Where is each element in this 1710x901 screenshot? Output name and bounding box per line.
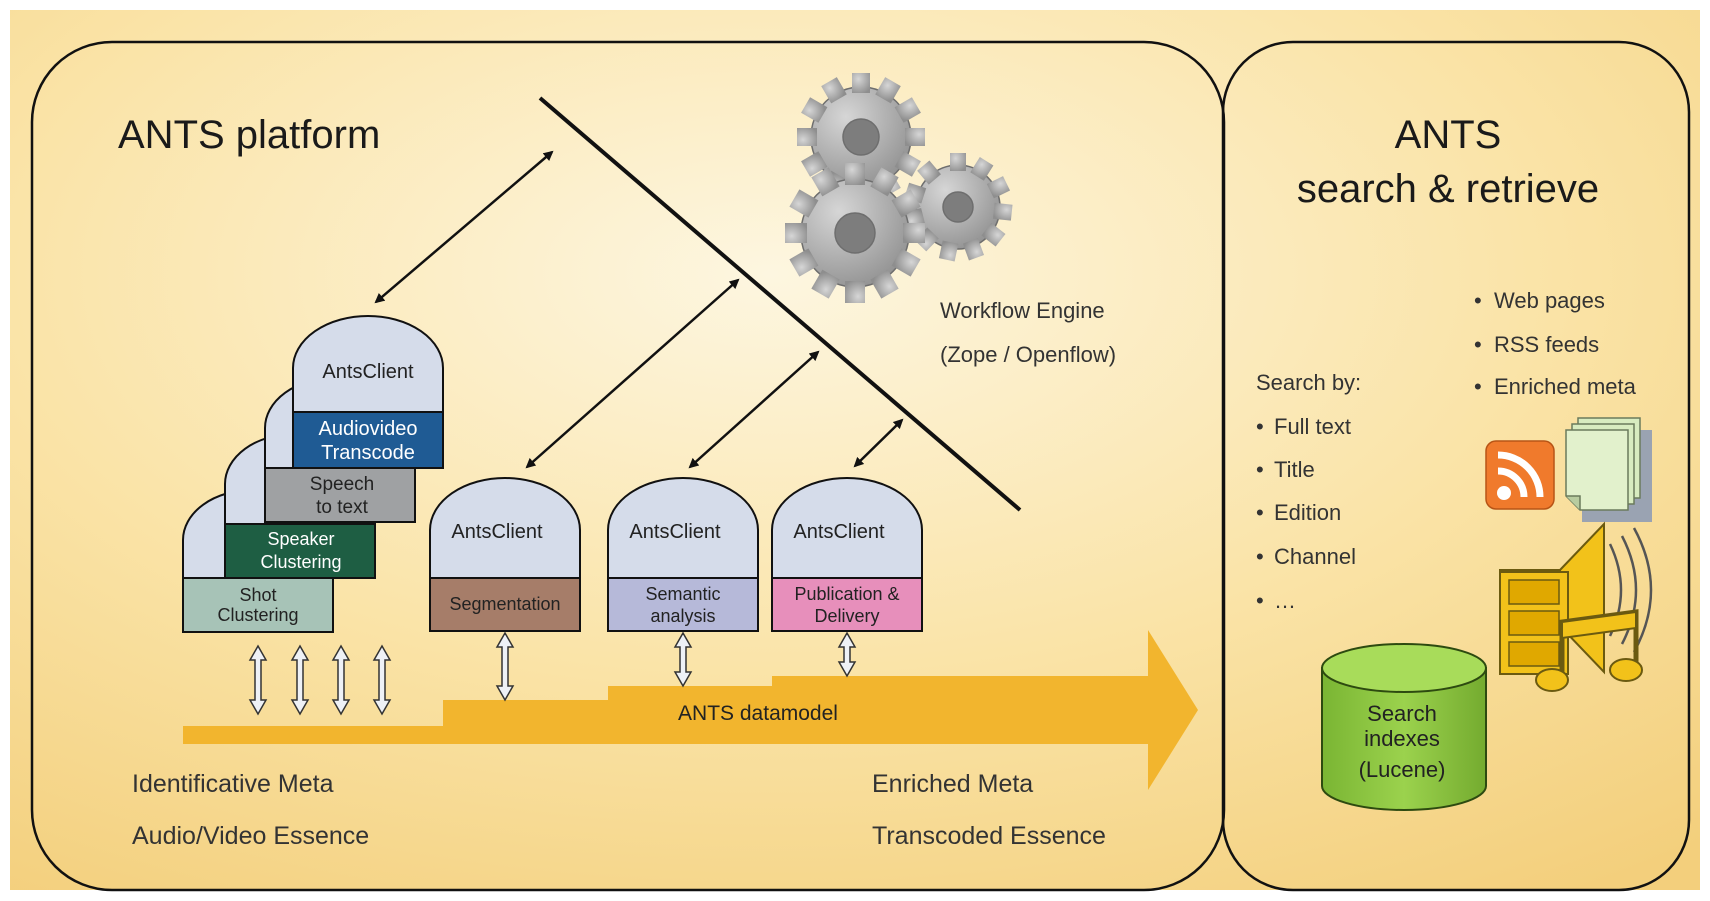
workflow-engine-label: Workflow Engine (940, 298, 1105, 323)
client-stack: AntsClient Audiovideo Transcode Speech t… (182, 315, 444, 633)
search-by-label: Search by: (1256, 370, 1361, 395)
speech-line2: to text (316, 497, 368, 518)
search-by-bullet-2: • (1256, 457, 1264, 482)
meta-left-2: Audio/Video Essence (132, 822, 369, 850)
audiovideo-line2: Transcode (321, 442, 415, 464)
workflow-arrow-segmentation (525, 278, 740, 469)
search-by-item-1: Full text (1274, 414, 1351, 439)
module-audiovideo-transcode (292, 411, 444, 469)
shot-line2: Clustering (217, 605, 298, 625)
media-icon (1499, 521, 1653, 692)
segmentation-label: Segmentation (449, 594, 560, 614)
output-item-3: Enriched meta (1494, 374, 1637, 399)
connector-1 (248, 644, 268, 716)
meta-left-1: Identificative Meta (132, 770, 334, 798)
connector-2 (290, 644, 310, 716)
speaker-line1: Speaker (267, 529, 334, 549)
meta-right-2: Transcoded Essence (872, 822, 1106, 850)
output-bullet-1: • (1474, 288, 1482, 313)
workflow-arrow-semantic (688, 350, 820, 469)
search-by-item-5: … (1274, 588, 1296, 613)
client-head-audiovideo (292, 315, 444, 415)
search-by-item-4: Channel (1274, 544, 1356, 569)
index-line3: (Lucene) (1359, 757, 1446, 782)
index-line2: indexes (1364, 726, 1440, 751)
datamodel-connectors (248, 631, 857, 716)
workflow-arrow-publication (853, 418, 904, 468)
client-label-audiovideo: AntsClient (322, 361, 414, 383)
publication-line1: Publication & (794, 584, 899, 604)
semantic-line2: analysis (650, 606, 715, 626)
module-shot-clustering (182, 577, 334, 633)
search-title-2: search & retrieve (1297, 167, 1599, 211)
search-by-item-2: Title (1274, 457, 1315, 482)
search-by-bullet-5: • (1256, 588, 1264, 613)
connector-semantic (673, 631, 693, 688)
client-segmentation: AntsClient Segmentation (429, 477, 581, 632)
output-bullet-3: • (1474, 374, 1482, 399)
search-by-item-3: Edition (1274, 500, 1341, 525)
output-list: • Web pages • RSS feeds • Enriched meta (1474, 288, 1637, 399)
datamodel-arrow (183, 630, 1198, 790)
module-speaker-clustering (224, 523, 376, 579)
workflow-bus-line (538, 96, 1022, 512)
speaker-line2: Clustering (260, 552, 341, 572)
client-label-semantic: AntsClient (629, 521, 721, 543)
search-by-bullet-3: • (1256, 500, 1264, 525)
connector-segmentation (495, 631, 515, 702)
client-semantic: AntsClient Semantic analysis (607, 477, 759, 632)
module-speech-to-text (264, 467, 416, 523)
output-item-1: Web pages (1494, 288, 1605, 313)
workflow-arrow-stack (374, 150, 554, 304)
search-index-cylinder: Search indexes (Lucene) (1321, 643, 1487, 811)
datamodel-label: ANTS datamodel (678, 702, 838, 725)
platform-title: ANTS platform (118, 113, 380, 157)
search-by-bullet-1: • (1256, 414, 1264, 439)
client-label-segmentation: AntsClient (451, 521, 543, 543)
shot-line1: Shot (239, 585, 276, 605)
semantic-line1: Semantic (645, 584, 720, 604)
connector-3 (331, 644, 351, 716)
search-title-1: ANTS (1395, 113, 1502, 157)
meta-right-1: Enriched Meta (872, 770, 1033, 798)
audiovideo-line1: Audiovideo (319, 418, 418, 440)
publication-line2: Delivery (814, 606, 879, 626)
search-panel (1221, 40, 1691, 892)
client-publication: AntsClient Publication & Delivery (771, 477, 923, 632)
workflow-engine-sublabel: (Zope / Openflow) (940, 342, 1116, 367)
search-by-bullet-4: • (1256, 544, 1264, 569)
pages-icon (1565, 417, 1652, 522)
gears-icon (785, 73, 1013, 303)
module-segmentation (429, 577, 581, 632)
search-by-list: • Full text • Title • Edition • Channel … (1256, 414, 1356, 613)
connector-publication (837, 631, 857, 678)
client-label-publication: AntsClient (793, 521, 885, 543)
module-semantic-analysis (607, 577, 759, 632)
output-bullet-2: • (1474, 332, 1482, 357)
module-publication-delivery (771, 577, 923, 632)
speech-line1: Speech (310, 474, 374, 495)
index-line1: Search (1367, 701, 1437, 726)
output-item-2: RSS feeds (1494, 332, 1599, 357)
rss-icon (1485, 440, 1555, 510)
connector-4 (372, 644, 392, 716)
